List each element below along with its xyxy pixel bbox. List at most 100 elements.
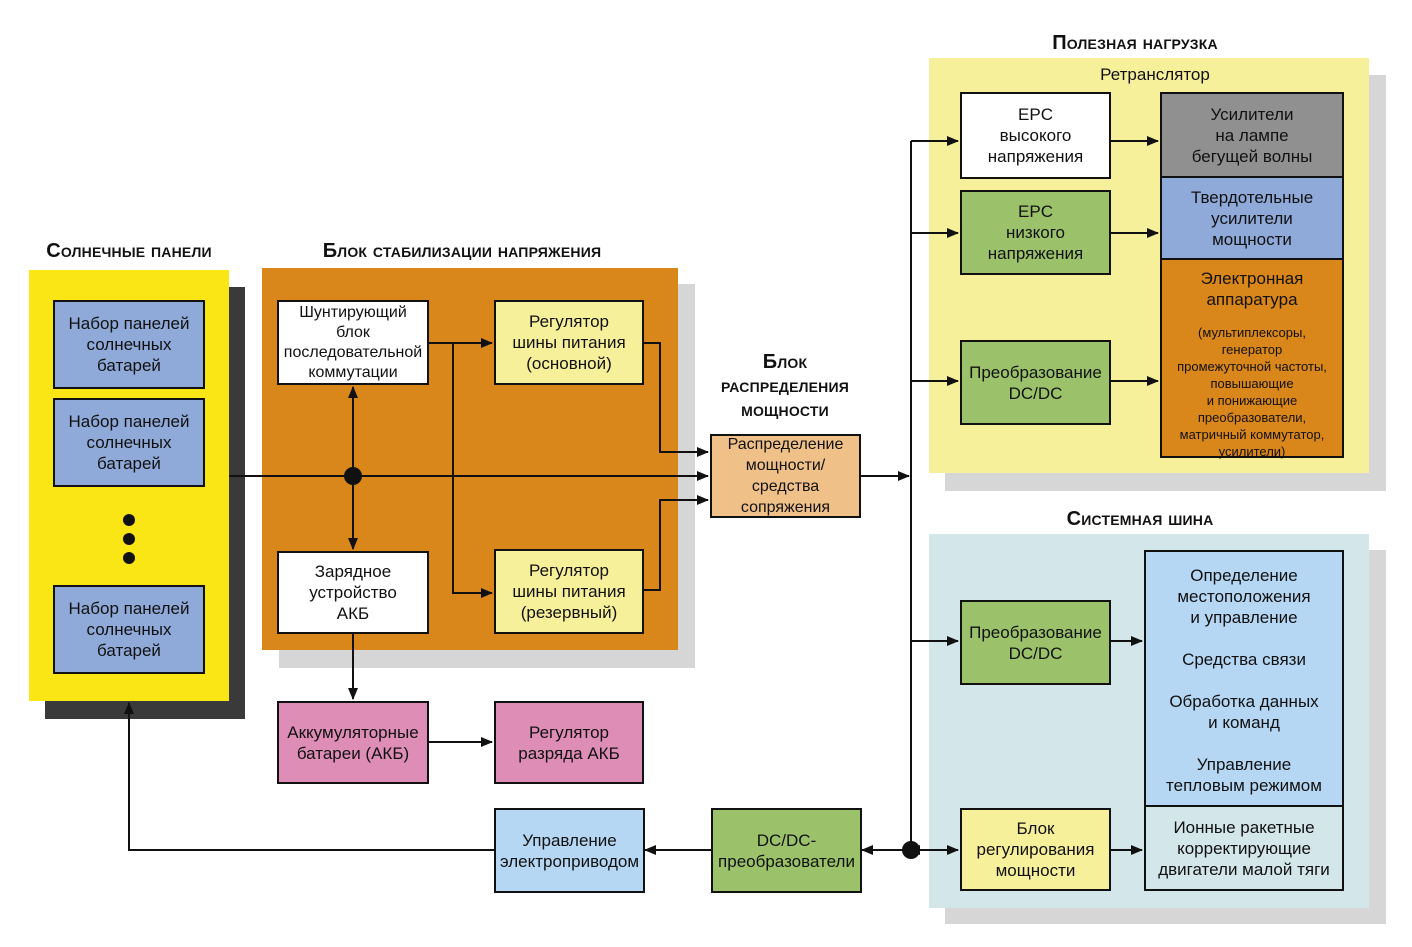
power-distribution-box: Распределение мощности/средства сопряжен… <box>710 434 861 518</box>
solar-panel-label: Набор панелей солнечных батарей <box>69 598 190 661</box>
wire-regres-distrib <box>644 495 709 591</box>
text-line: DC/DC <box>1008 643 1063 663</box>
text-line: Управление <box>522 830 617 850</box>
text-line: Средства связи <box>1182 650 1306 669</box>
text-line: усилители) <box>1218 444 1286 459</box>
text-line: мощности <box>995 861 1076 880</box>
text-line: и команд <box>1208 713 1280 732</box>
text-line: аппаратура <box>1206 290 1298 309</box>
solar-title: Солнечные панели <box>46 240 212 262</box>
text-line: (резервный) <box>520 603 618 622</box>
electronics-equipment: Электронная аппаратура (мультиплексоры, … <box>1160 258 1344 460</box>
text-line: напряжения <box>987 147 1084 166</box>
junction-node-bus <box>902 841 920 859</box>
text-line: Определение <box>1190 566 1298 585</box>
text-line: Регулятор <box>528 312 609 331</box>
text-line: Набор панелей <box>68 314 190 333</box>
drive-control: Управление электроприводом <box>494 808 645 893</box>
text-line: Электронная <box>1200 269 1304 288</box>
text-line: сопряжения <box>740 499 831 516</box>
text-line: DC/DC <box>1008 383 1063 403</box>
text-line: усилители <box>1211 208 1293 228</box>
text-line: последовательной <box>283 343 423 361</box>
bus-regulator-reserve: Регулятор шины питания (резервный) <box>494 549 644 634</box>
text-line: солнечных <box>86 620 172 639</box>
electronics-note: (мультиплексоры, генератор промежуточной… <box>1166 324 1338 460</box>
payload-title: Полезная нагрузка <box>1052 32 1218 54</box>
text-line: высокого <box>999 126 1072 145</box>
solar-panel-label: Набор панелей солнечных батарей <box>69 411 190 474</box>
text-line: двигатели малой тяги <box>1158 859 1330 879</box>
wire-drive-solar <box>124 702 494 851</box>
payload-subtitle: Ретранслятор <box>1100 65 1210 84</box>
sspa-amplifiers: Твердотельные усилители мощности <box>1160 176 1344 260</box>
text-line: Регулятор <box>528 722 609 742</box>
battery-box: Аккумуляторные батареи (АКБ) <box>277 701 429 784</box>
solar-panel-label: Набор панелей солнечных батарей <box>69 313 190 376</box>
text-line: EPC <box>1018 105 1053 124</box>
solar-panel-set: Набор панелей солнечных батарей <box>53 398 205 487</box>
text-line: Усилители <box>1210 104 1294 124</box>
twta-amplifiers: Усилители на лампе бегущей волны <box>1160 92 1344 178</box>
payload-dcdc: Преобразование DC/DC <box>960 340 1111 425</box>
bus-dcdc: Преобразование DC/DC <box>960 600 1111 685</box>
text-line: батарей <box>97 356 161 375</box>
battery-charger: Зарядное устройство АКБ <box>277 551 429 634</box>
text-line: (основной) <box>526 354 612 373</box>
text-line: (мультиплексоры, генератор <box>1198 325 1306 357</box>
bus-services: Определение местоположения и управление … <box>1144 550 1344 807</box>
distrib-title-line: мощности <box>741 399 829 421</box>
discharge-regulator: Регулятор разряда АКБ <box>494 701 644 784</box>
wire-shunt-regres <box>452 343 493 598</box>
bus-regulator-main: Регулятор шины питания (основной) <box>494 300 644 385</box>
text-line: матричный коммутатор, <box>1179 427 1325 442</box>
text-line: местоположения <box>1177 587 1311 606</box>
text-line: Регулятор <box>528 561 609 580</box>
text-line: и управление <box>1190 608 1298 627</box>
epc-low-voltage: EPC низкого напряжения <box>960 190 1111 275</box>
power-regulation-unit: Блок регулирования мощности <box>960 808 1111 891</box>
distrib-title-line: Блок <box>762 351 808 373</box>
ellipsis-dot <box>123 552 135 564</box>
text-line: электроприводом <box>499 851 640 871</box>
text-line: устройство <box>309 583 397 602</box>
text-line: тепловым режимом <box>1166 776 1322 795</box>
text-line: Ионные ракетные <box>1173 817 1315 837</box>
solar-panel-set: Набор панелей солнечных батарей <box>53 585 205 674</box>
text-line: батарей <box>97 454 161 473</box>
text-line: мощности/средства <box>745 457 826 495</box>
text-line: Аккумуляторные <box>287 722 419 742</box>
text-line: Блок <box>1016 819 1055 838</box>
text-line: и понижающие <box>1206 393 1298 408</box>
text-line: корректирующие <box>1177 838 1311 858</box>
ellipsis-dot <box>123 514 135 526</box>
ellipsis-dot <box>123 533 135 545</box>
text-line: регулирования <box>976 840 1095 859</box>
text-line: Твердотельные <box>1190 187 1314 207</box>
text-line: бегущей волны <box>1191 146 1313 166</box>
text-line: батарей <box>97 641 161 660</box>
text-line: Набор панелей <box>68 412 190 431</box>
text-line: Преобразование <box>969 362 1102 382</box>
text-line: Шунтирующий блок <box>299 303 407 341</box>
wire-regmain-distrib <box>644 342 709 457</box>
epc-high-voltage: EPC высокого напряжения <box>960 92 1111 179</box>
text-line: шины питания <box>512 582 626 601</box>
shunt-unit: Шунтирующий блок последовательной коммут… <box>277 300 429 385</box>
distrib-title-line: распределения <box>720 375 850 397</box>
stab-title: Блок стабилизации напряжения <box>322 240 602 262</box>
text-line: на лампе <box>1215 125 1289 145</box>
text-line: преобразователи, <box>1197 410 1307 425</box>
text-line: коммутации <box>308 363 398 381</box>
text-line: АКБ <box>336 604 370 623</box>
text-line: Управление <box>1196 755 1292 774</box>
text-line: промежуточной частоты, <box>1177 359 1327 374</box>
text-line: повышающие <box>1210 376 1294 391</box>
solar-panel-set: Набор панелей солнечных батарей <box>53 300 205 389</box>
text-line: DC/DC- <box>756 830 817 850</box>
ion-thrusters: Ионные ракетные корректирующие двигатели… <box>1144 805 1344 891</box>
text-line: шины питания <box>512 333 626 352</box>
text-line: EPC <box>1018 202 1053 221</box>
text-line: солнечных <box>86 433 172 452</box>
